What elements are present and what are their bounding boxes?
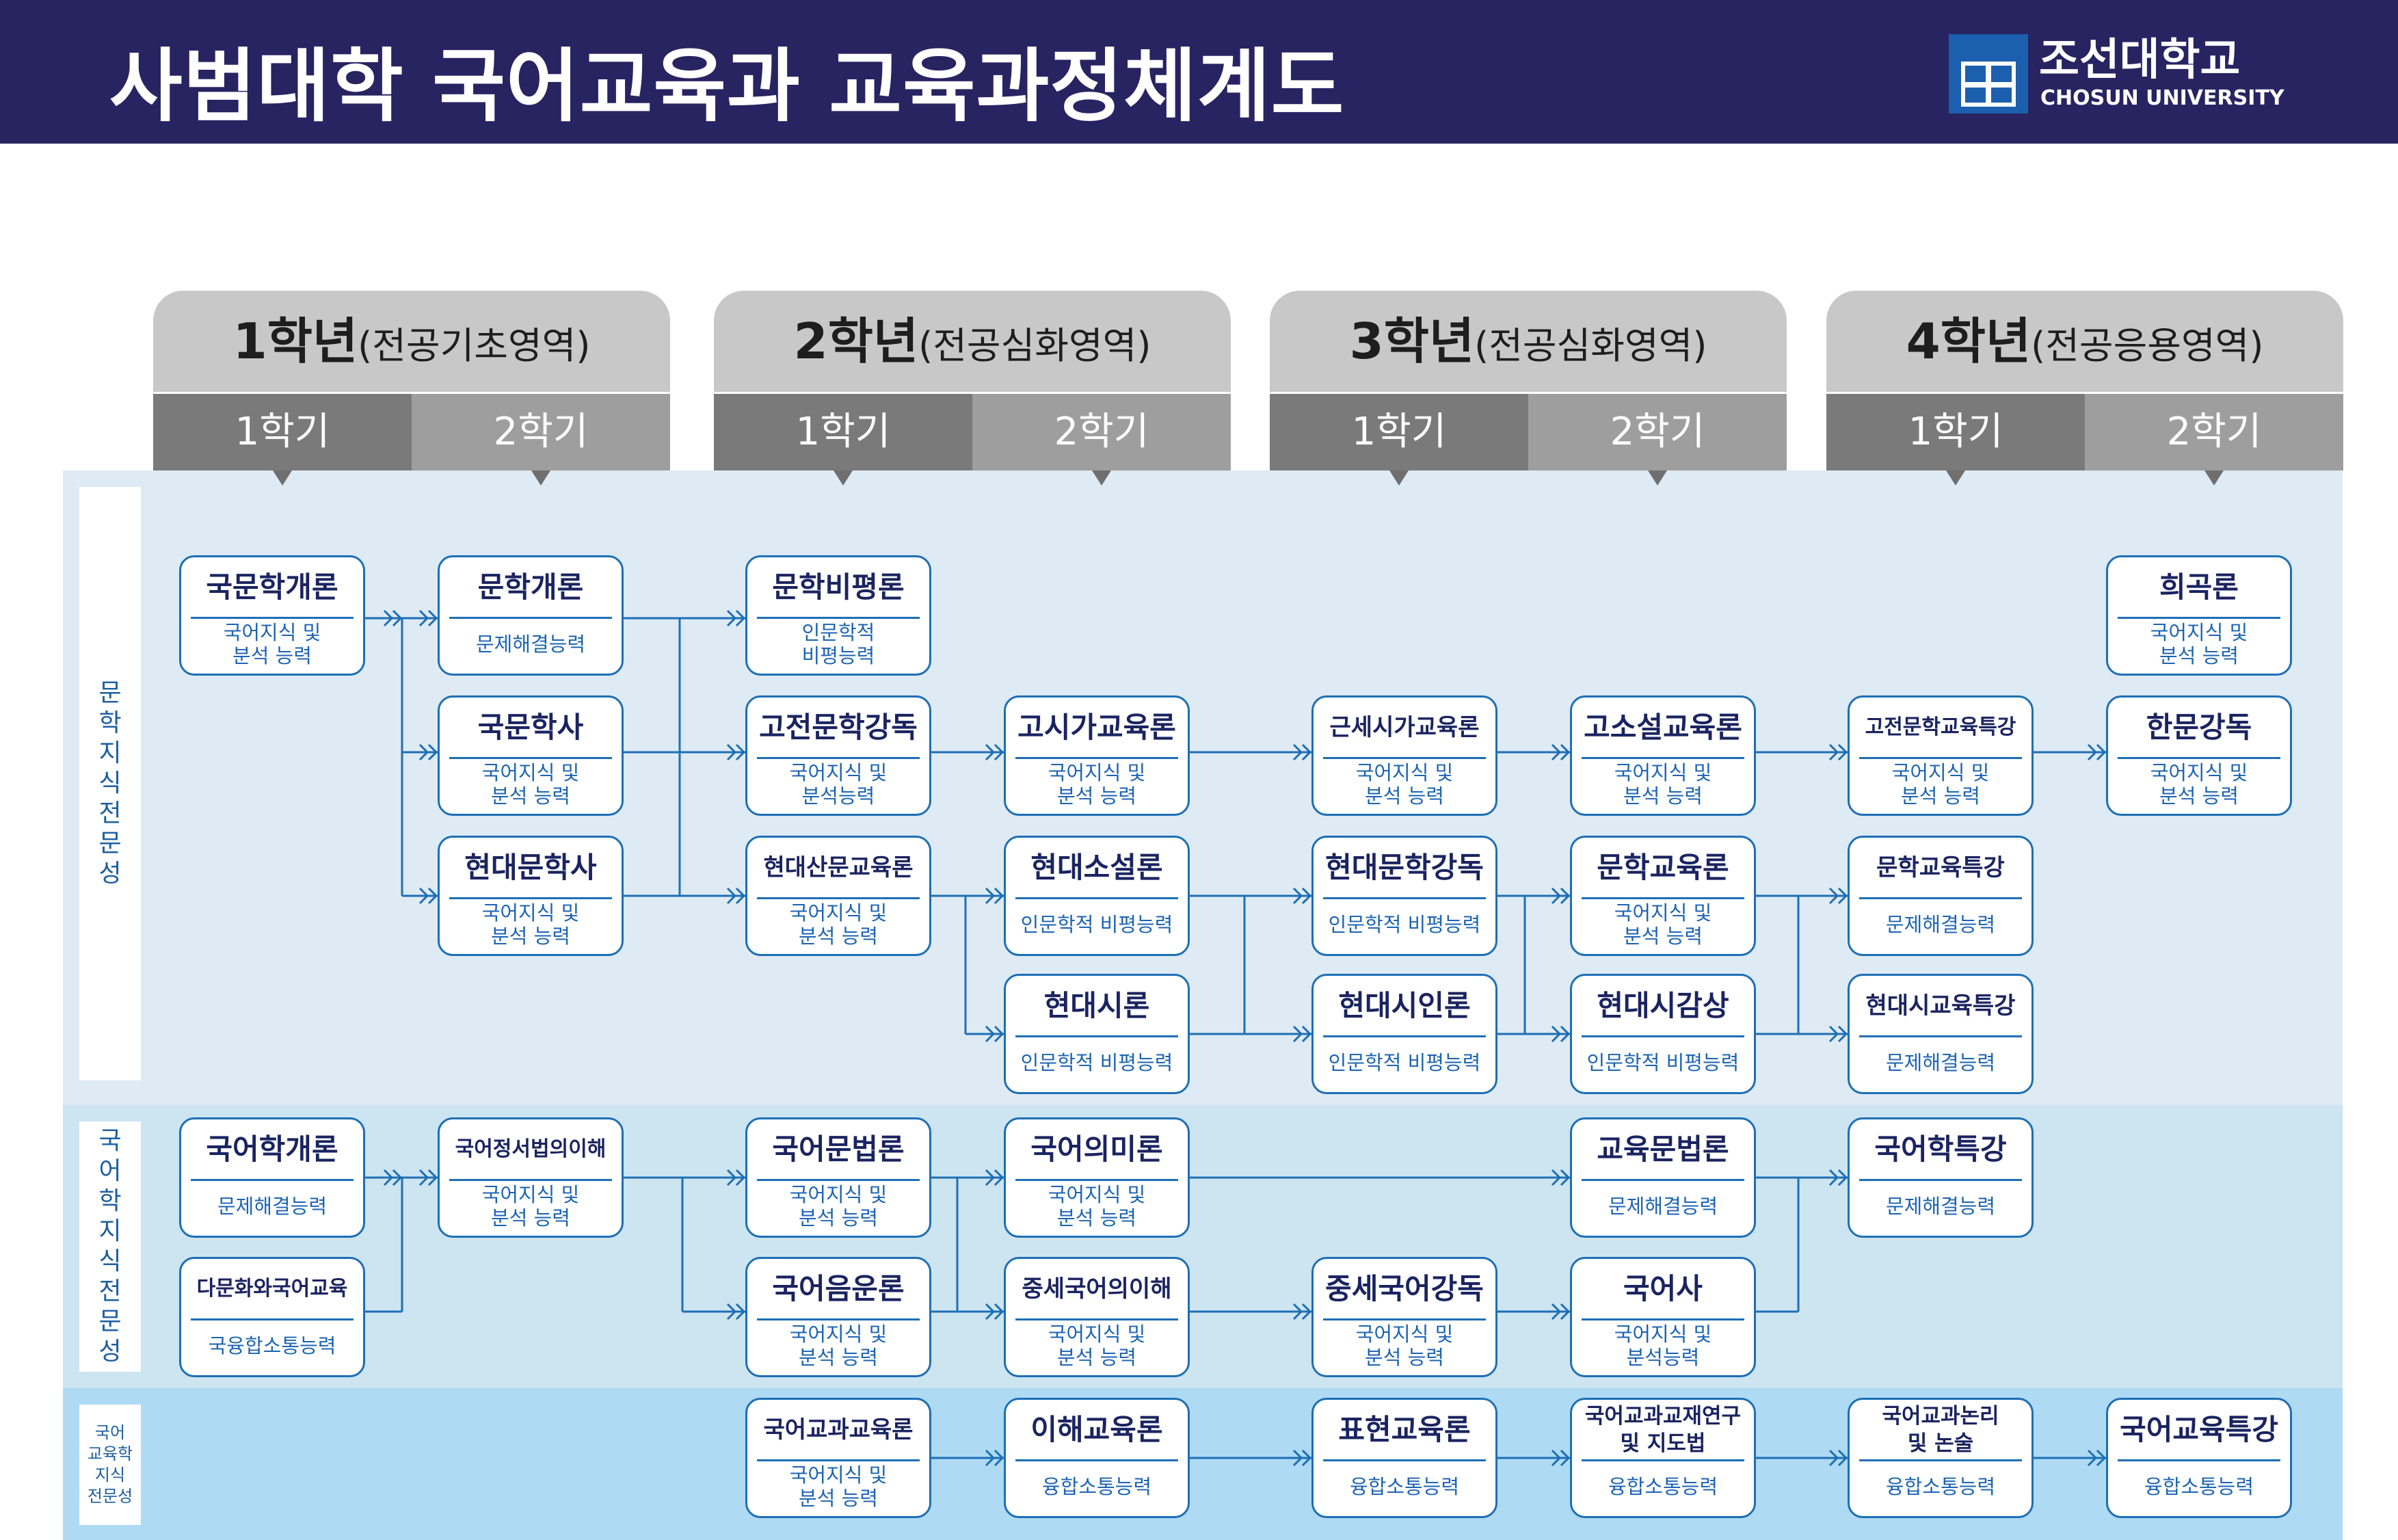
year-4-semester-1: 1학기 <box>1826 394 2085 470</box>
area-label-linguistics: 국어학지식전문성 <box>79 1121 141 1372</box>
header-bar: 사범대학 국어교육과 교육과정체계도 조선대학교 CHOSUN UNIVERSI… <box>0 0 2398 144</box>
year-4-semester-2: 2학기 <box>2085 394 2343 470</box>
logo-korean-name: 조선대학교 <box>2039 35 2241 85</box>
year-3-semester-1: 1학기 <box>1270 394 1528 470</box>
semester-pointer-icon <box>1648 470 1667 486</box>
semester-pointer-icon <box>834 470 853 486</box>
year-2-semester-2: 2학기 <box>972 394 1231 470</box>
university-logo: 조선대학교 CHOSUN UNIVERSITY <box>1949 34 2318 114</box>
page-title: 사범대학 국어교육과 교육과정체계도 <box>109 40 1345 133</box>
year-3-semester-2: 2학기 <box>1528 394 1787 470</box>
area-label-literature: 문학지식전문성 <box>79 487 141 1080</box>
year-2-semester-1: 1학기 <box>714 394 972 470</box>
year-4-header: 4학년(전공응용영역) <box>1826 291 2343 392</box>
semester-pointer-icon <box>1389 470 1409 486</box>
year-1-semester-2: 2학기 <box>412 394 670 470</box>
year-1-semester-1: 1학기 <box>153 394 412 470</box>
year-2-header: 2학년(전공심화영역) <box>714 291 1231 392</box>
semester-pointer-icon <box>1946 470 1965 486</box>
semester-pointer-icon <box>273 470 292 486</box>
area-label-education: 국어 교육학 지식 전문성 <box>79 1405 141 1525</box>
logo-english-name: CHOSUN UNIVERSITY <box>2040 86 2284 110</box>
year-1-header: 1학년(전공기초영역) <box>153 291 670 392</box>
year-3-header: 3학년(전공심화영역) <box>1270 291 1787 392</box>
semester-pointer-icon <box>2204 470 2224 486</box>
semester-pointer-icon <box>1092 470 1111 486</box>
university-emblem-icon <box>1949 34 2028 114</box>
semester-pointer-icon <box>531 470 550 486</box>
